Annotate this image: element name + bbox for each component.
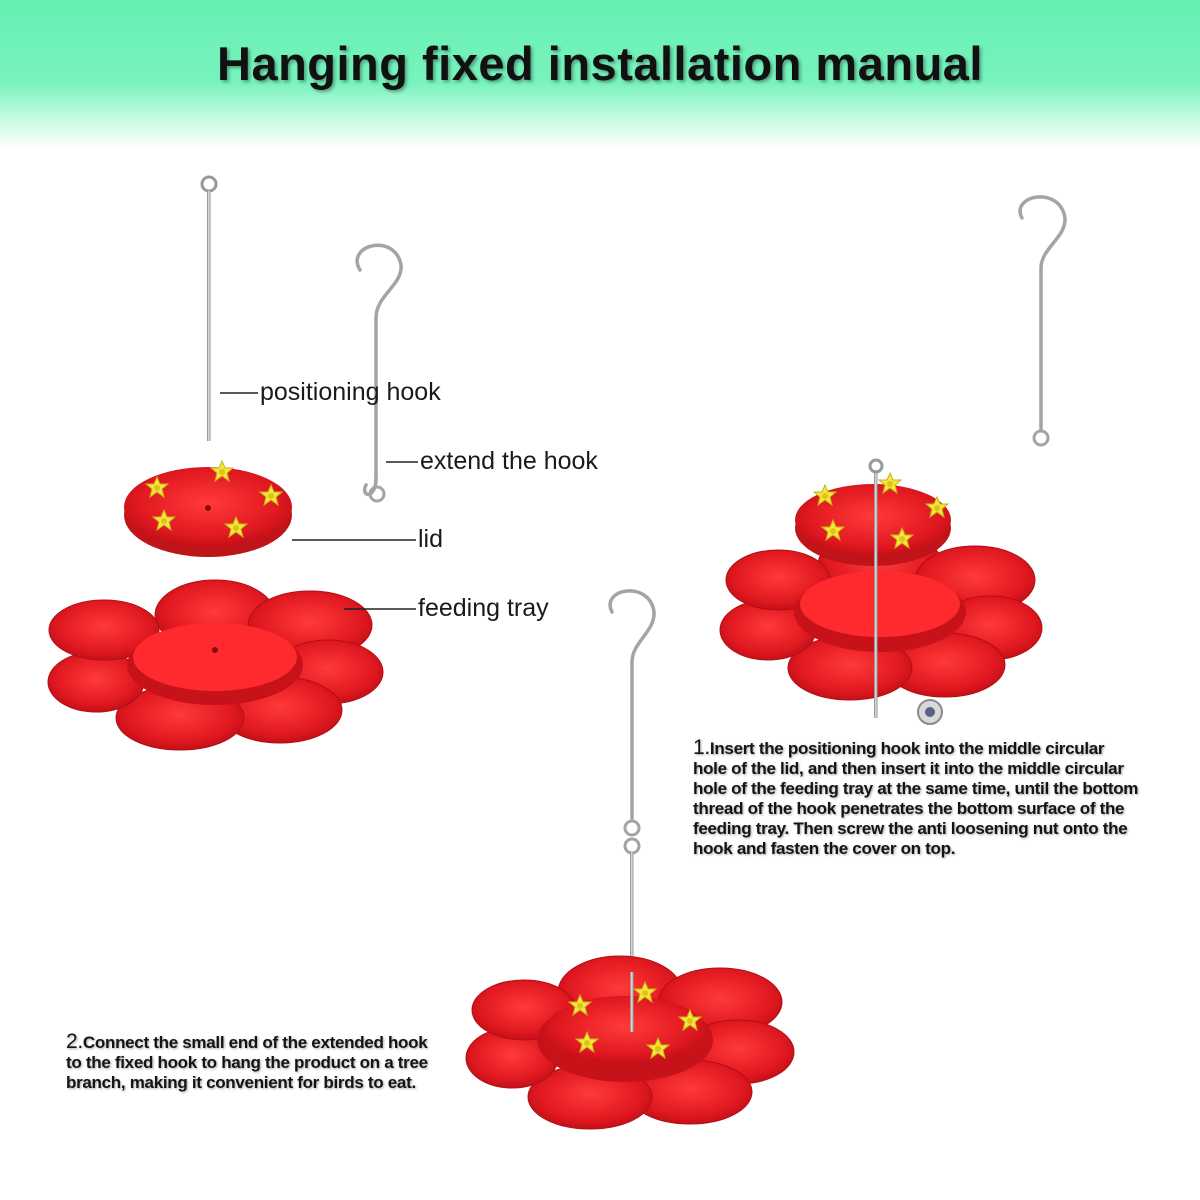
label-extend-hook: extend the hook <box>420 447 598 475</box>
step-1-line: hole of the feeding tray at the same tim… <box>693 779 1139 798</box>
label-lid: lid <box>418 525 444 553</box>
step2-hanging-feeder <box>465 852 795 1130</box>
step-1-text: 1.Insert the positioning hook into the m… <box>693 736 1188 859</box>
step-1-line: Insert the positioning hook into the mid… <box>709 739 1105 758</box>
step-1-line: thread of the hook penetrates the bottom… <box>693 799 1125 818</box>
label-positioning-hook: positioning hook <box>260 378 441 406</box>
step-2-line: to the fixed hook to hang the product on… <box>66 1053 428 1072</box>
step-2-line: branch, making it convenient for birds t… <box>66 1073 416 1092</box>
step-2-number: 2. <box>66 1030 83 1053</box>
step-1-line: hook and fasten the cover on top. <box>693 839 956 858</box>
feeding-tray-part <box>47 579 384 751</box>
page-title: Hanging fixed installation manual <box>217 37 983 90</box>
anti-loosening-nut <box>917 699 943 725</box>
step-1-number: 1. <box>693 736 710 759</box>
step-2-line: Connect the small end of the extended ho… <box>82 1033 428 1052</box>
step1-extend-hook <box>1018 195 1067 447</box>
leader-lines <box>220 392 418 610</box>
header-banner <box>0 0 1200 150</box>
lid-part <box>124 460 292 557</box>
positioning-hook-part <box>200 175 218 441</box>
step2-hanging-hook <box>608 589 656 855</box>
step-2-text: 2.Connect the small end of the extended … <box>66 1030 466 1093</box>
step-1-line: hole of the lid, and then insert it into… <box>693 759 1124 778</box>
step-1-line: feeding tray. Then screw the anti loosen… <box>693 819 1128 838</box>
step1-assembled-feeder <box>719 458 1043 718</box>
label-feeding-tray: feeding tray <box>418 594 549 622</box>
extend-hook-part <box>355 243 403 503</box>
